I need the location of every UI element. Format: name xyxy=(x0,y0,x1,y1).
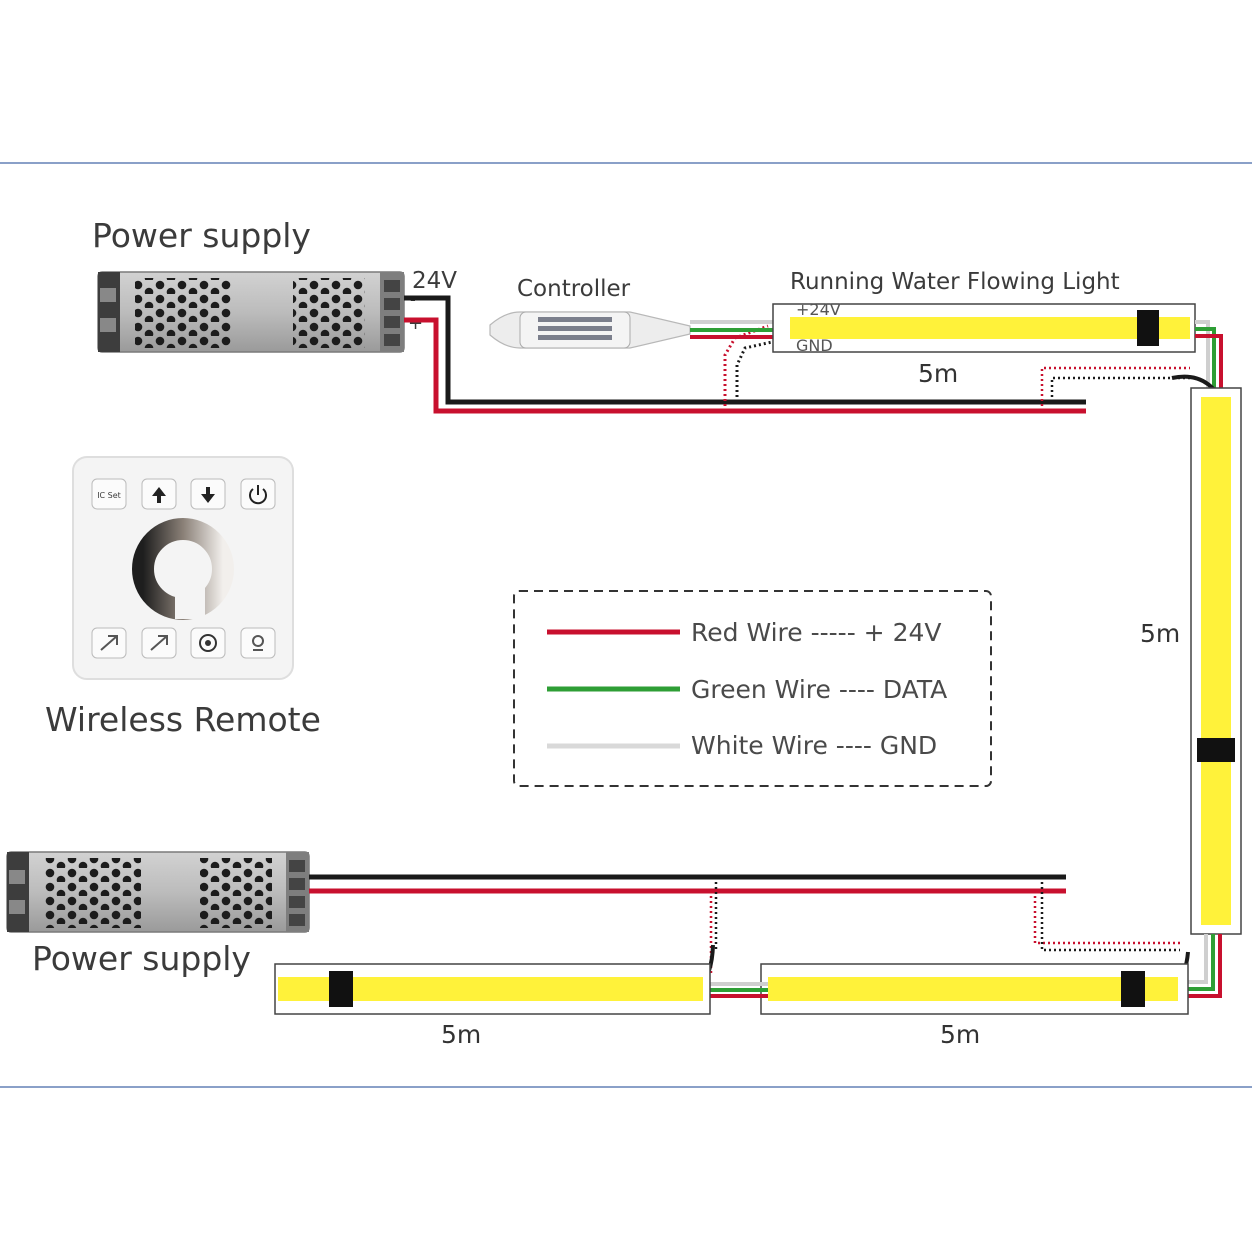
down-green-wire xyxy=(1188,934,1215,991)
mode-icon-1 xyxy=(100,635,118,651)
legend-green-label: Green Wire ---- DATA xyxy=(691,675,947,704)
bottom-left-strip-length: 5m xyxy=(441,1020,481,1049)
power-supply-top xyxy=(97,271,405,353)
power-supply-bottom xyxy=(6,851,310,933)
power-icon xyxy=(249,485,267,505)
controller-label: Controller xyxy=(517,276,631,302)
down-red-wire xyxy=(1188,934,1222,998)
color-ring-wheel xyxy=(132,518,234,620)
wireless-remote xyxy=(72,456,294,680)
strip-title: Running Water Flowing Light xyxy=(790,269,1120,295)
bottom-right-strip-length: 5m xyxy=(940,1020,980,1049)
led-strip-bottom-left xyxy=(274,963,711,1015)
ic-set-label: IC Set xyxy=(97,491,121,500)
top-black-wire xyxy=(404,295,1086,405)
down-arrow-icon xyxy=(201,487,215,503)
wireless-remote-label: Wireless Remote xyxy=(45,700,321,739)
bottom-right-red-tap xyxy=(1033,891,1180,945)
speed-dial-icon xyxy=(199,634,217,652)
controller-red-tap xyxy=(723,324,769,411)
top-strip-length: 5m xyxy=(918,359,958,388)
led-strip-bottom-right xyxy=(760,963,1189,1015)
controller-black-tap xyxy=(735,340,773,402)
corner-red-tap xyxy=(1040,366,1190,411)
legend-white-label: White Wire ---- GND xyxy=(691,731,937,760)
voltage-label: 24V xyxy=(412,268,457,294)
up-arrow-icon xyxy=(152,487,166,503)
light-icon xyxy=(252,635,264,651)
led-strip-right xyxy=(1190,387,1242,935)
corner-black-tap xyxy=(1050,376,1190,402)
led-strip-top xyxy=(772,303,1196,353)
corner-green-wire xyxy=(1195,327,1216,395)
power-supply-bottom-label: Power supply xyxy=(32,939,251,978)
corner-white-wire xyxy=(1195,320,1210,395)
legend-red-label: Red Wire ----- + 24V xyxy=(691,618,941,647)
controller-device xyxy=(489,311,691,349)
power-supply-top-label: Power supply xyxy=(92,216,311,255)
right-strip-length: 5m xyxy=(1140,619,1180,648)
plus-sign: + xyxy=(408,313,423,334)
wire-legend xyxy=(513,590,992,787)
strip-gnd-label: GND xyxy=(796,336,833,355)
top-red-wire xyxy=(404,317,1086,414)
bottom-right-black-tap xyxy=(1040,877,1180,952)
corner-red-wire xyxy=(1195,334,1223,395)
mode-icon-2 xyxy=(150,635,168,651)
strip-plus-label: +24V xyxy=(796,300,841,319)
down-white-wire xyxy=(1188,934,1208,984)
